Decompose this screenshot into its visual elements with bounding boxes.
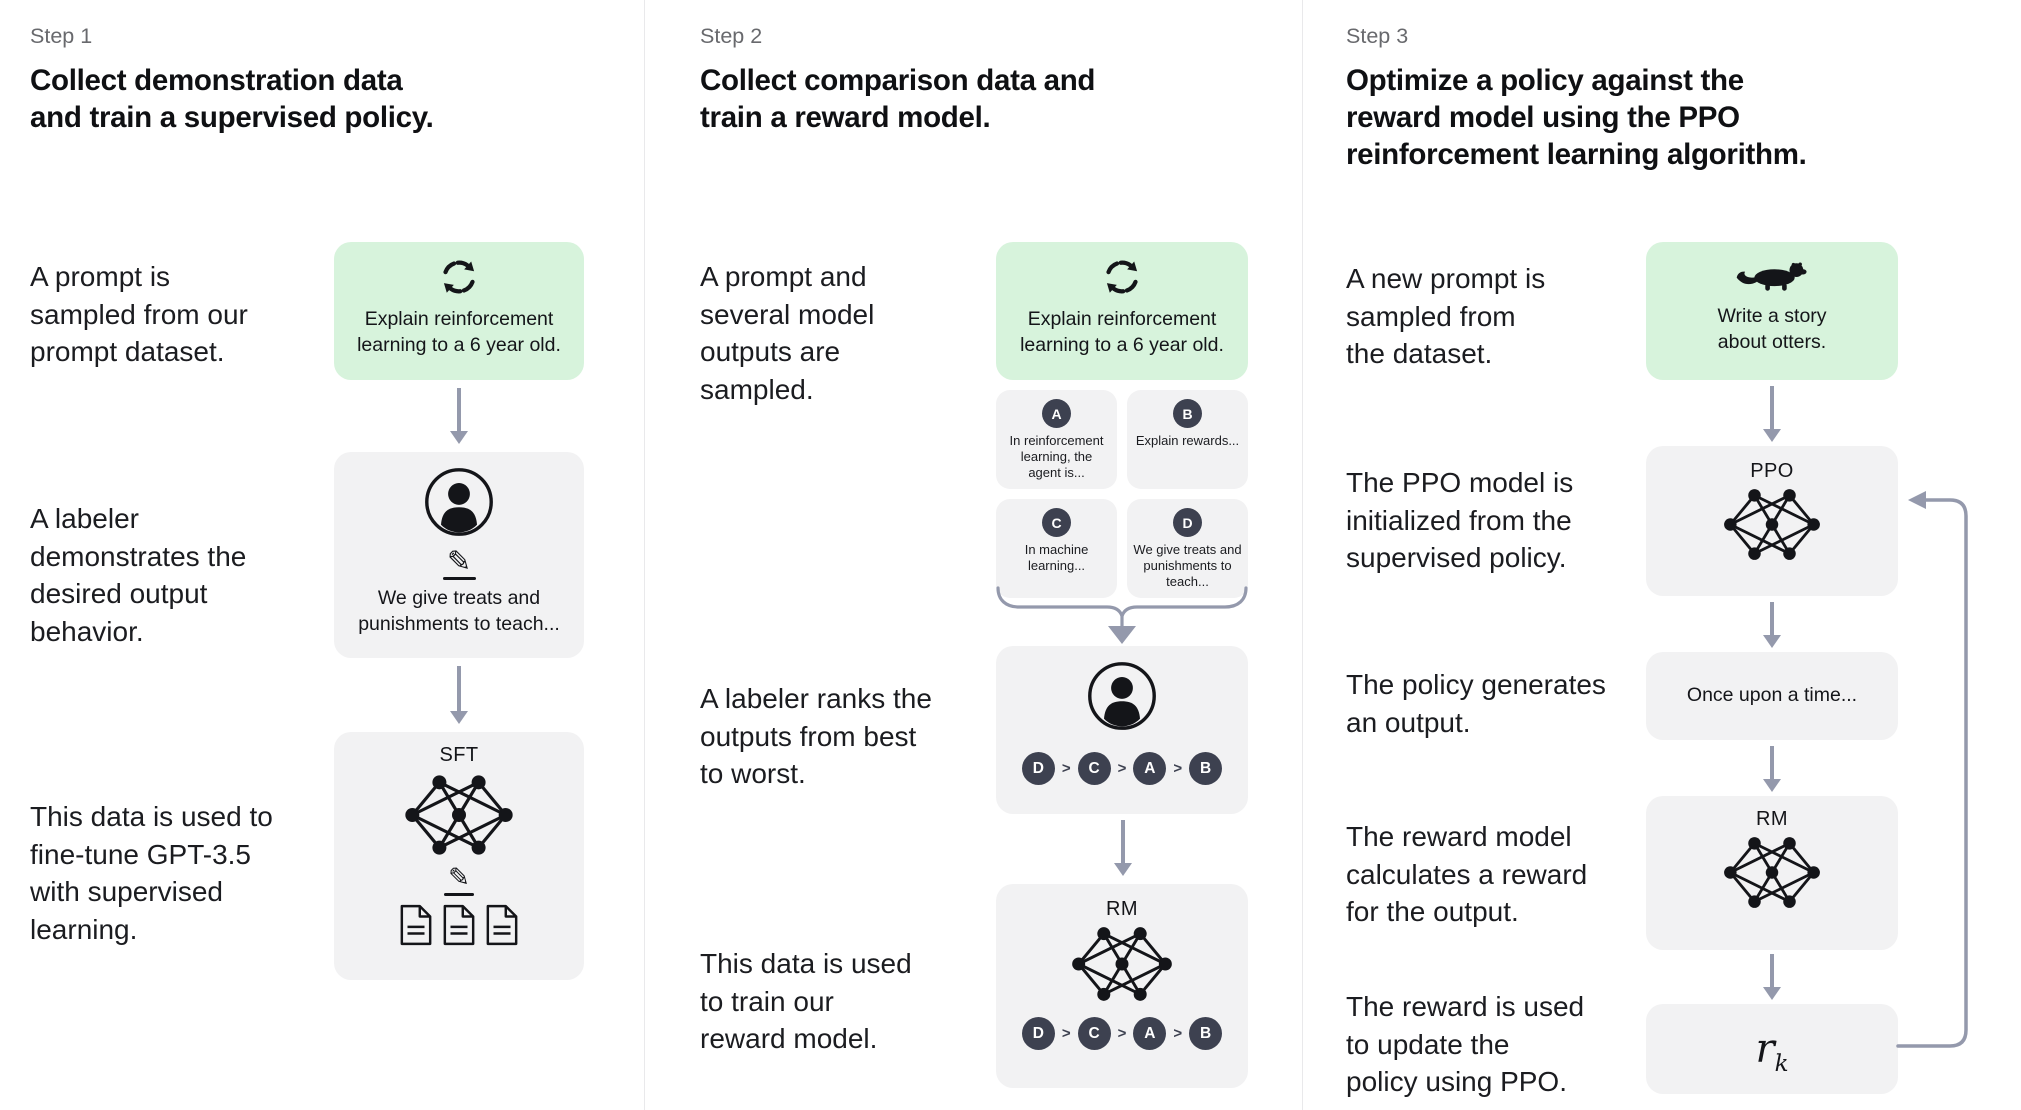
column-divider — [1302, 0, 1303, 1110]
arrow-down-icon — [450, 666, 468, 724]
step2-caption-sampled: A prompt and several model outputs are s… — [700, 261, 875, 405]
feedback-loop-arrow — [1896, 491, 1968, 1048]
output-chip-a: A — [1042, 399, 1071, 428]
step3-caption-init: The PPO model is initialized from the su… — [1346, 467, 1574, 573]
reward-value: rk — [1755, 1026, 1789, 1077]
rank-chip: D — [1021, 1017, 1055, 1050]
rank-chip: C — [1077, 752, 1111, 785]
step1-sft-box: SFT ✎ — [334, 732, 584, 980]
step3-rm-box: RM — [1646, 796, 1898, 950]
documents-icon — [399, 904, 519, 946]
step3-heading: Optimize a policy against the reward mod… — [1346, 64, 1807, 171]
brace-arrow-icon — [996, 586, 1248, 644]
rank-chip: D — [1021, 752, 1055, 785]
output-chip-b: B — [1173, 399, 1202, 428]
column-divider — [644, 0, 645, 1110]
cycle-icon — [443, 260, 475, 294]
pencil-icon: ✎ — [442, 546, 476, 581]
step2-prompt-text: Explain reinforcement learning to a 6 ye… — [1020, 308, 1224, 356]
arrow-down-icon — [1763, 954, 1781, 1000]
ranking-row: D > C > A > B — [1021, 1017, 1223, 1050]
network-icon — [405, 775, 513, 855]
step1-caption-labeler: A labeler demonstrates the desired outpu… — [30, 503, 247, 647]
person-icon — [425, 468, 493, 536]
cycle-icon — [1106, 260, 1138, 294]
step2-prompt-box: Explain reinforcement learning to a 6 ye… — [996, 242, 1248, 380]
step3-caption-update: The reward is used to update the policy … — [1346, 991, 1585, 1097]
rank-chip: C — [1077, 1017, 1111, 1050]
step3-output-text: Once upon a time... — [1686, 684, 1858, 707]
step1-labeler-box: ✎ We give treats and punishments to teac… — [334, 452, 584, 658]
step3-caption-reward: The reward model calculates a reward for… — [1346, 821, 1588, 927]
output-card-a: A In reinforcement learning, the agent i… — [996, 390, 1117, 489]
rank-chip: B — [1189, 1017, 1223, 1050]
rm-model-label: RM — [1106, 898, 1138, 920]
output-chip-c: C — [1042, 508, 1071, 537]
rm-model-label: RM — [1756, 808, 1788, 830]
output-card-b: B Explain rewards... — [1127, 390, 1248, 489]
step1-caption-prompt: A prompt is sampled from our prompt data… — [30, 261, 248, 367]
network-icon — [1724, 489, 1820, 560]
step1-prompt-box: Explain reinforcement learning to a 6 ye… — [334, 242, 584, 380]
arrow-down-icon — [1763, 746, 1781, 792]
step2-caption-ranks: A labeler ranks the outputs from best to… — [700, 683, 932, 789]
ranking-row: D > C > A > B — [1021, 752, 1223, 785]
output-card-d: D We give treats and punishments to teac… — [1127, 499, 1248, 598]
step3-prompt-text: Write a story about otters. — [1717, 305, 1827, 353]
pencil-icon: ✎ — [444, 864, 474, 896]
network-icon — [1724, 837, 1820, 908]
step1-heading: Collect demonstration data and train a s… — [30, 64, 434, 134]
arrow-down-icon — [1763, 602, 1781, 648]
step3-caption-output: The policy generates an output. — [1346, 669, 1606, 738]
rank-chip: B — [1189, 752, 1223, 785]
step3-ppo-box: PPO — [1646, 446, 1898, 596]
step2-rm-box: RM D > C > A > B — [996, 884, 1248, 1088]
rank-chip: A — [1133, 1017, 1167, 1050]
step1-label: Step 1 — [30, 24, 93, 48]
otter-icon — [1736, 262, 1807, 291]
step3-reward-box: rk — [1646, 1004, 1898, 1094]
arrow-down-icon — [1114, 820, 1132, 876]
output-chip-d: D — [1173, 508, 1202, 537]
model-outputs-grid: A In reinforcement learning, the agent i… — [996, 390, 1248, 598]
sft-model-label: SFT — [439, 744, 479, 766]
step3-label: Step 3 — [1346, 24, 1409, 48]
rank-chip: A — [1133, 752, 1167, 785]
step3-output-box: Once upon a time... — [1646, 652, 1898, 740]
step2-label: Step 2 — [700, 24, 763, 48]
step1-prompt-text: Explain reinforcement learning to a 6 ye… — [357, 308, 561, 356]
step1-labeler-text: We give treats and punishments to teach.… — [358, 587, 560, 635]
arrow-down-icon — [1763, 386, 1781, 442]
arrow-down-icon — [450, 388, 468, 444]
network-icon — [1072, 927, 1172, 1001]
step2-caption-train: This data is used to train our reward mo… — [700, 948, 912, 1054]
ppo-model-label: PPO — [1750, 460, 1794, 482]
step3-prompt-box: Write a story about otters. — [1646, 242, 1898, 380]
step2-heading: Collect comparison data and train a rewa… — [700, 64, 1096, 134]
person-icon — [1088, 662, 1156, 730]
output-card-c: C In machine learning... — [996, 499, 1117, 598]
step2-labeler-box: D > C > A > B — [996, 646, 1248, 814]
step1-caption-finetune: This data is used to fine-tune GPT-3.5 w… — [30, 801, 273, 945]
step3-caption-prompt: A new prompt is sampled from the dataset… — [1346, 263, 1546, 369]
